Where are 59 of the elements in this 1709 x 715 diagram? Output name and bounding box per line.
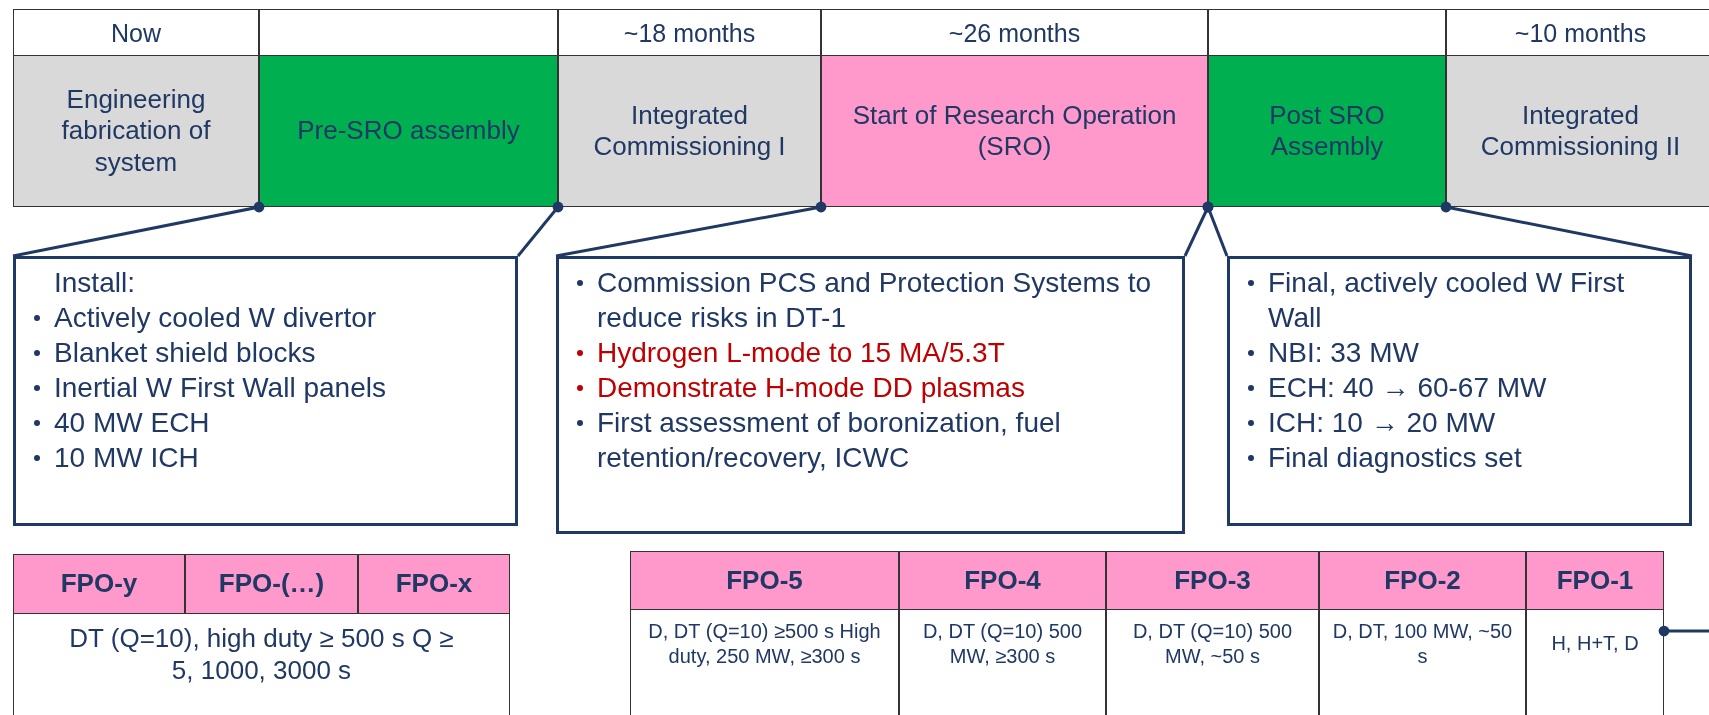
bullet-item: 40 MW ECH bbox=[30, 405, 505, 440]
header-text: ~18 months bbox=[558, 9, 821, 56]
leader-line bbox=[12, 201, 265, 258]
table-column bbox=[1526, 551, 1664, 715]
bullet-item: Hydrogen L-mode to 15 MA/5.3T bbox=[573, 335, 1172, 370]
bullet-item: ECH: 40 → 60-67 MW bbox=[1244, 370, 1679, 405]
callout-box bbox=[1227, 256, 1692, 526]
list-heading: Install: bbox=[53, 266, 136, 300]
bullet-item: Final, actively cooled W First Wall bbox=[1244, 265, 1679, 335]
callout-box bbox=[556, 256, 1185, 534]
callout-box bbox=[13, 256, 518, 526]
table-column bbox=[899, 551, 1106, 715]
bullet-item: Blanket shield blocks bbox=[30, 335, 505, 370]
table-column bbox=[1106, 551, 1319, 715]
phase-label: Integrated Commissioning I bbox=[592, 99, 787, 163]
bullet-item: Commission PCS and Protection Systems to reduce risks in DT-1 bbox=[573, 265, 1172, 335]
phase-cell bbox=[13, 55, 259, 207]
column-text: H, H+T, D bbox=[1550, 631, 1640, 656]
column-heading: FPO-y bbox=[13, 554, 185, 614]
column-heading: FPO-2 bbox=[1320, 552, 1525, 610]
column-text: D, DT, 100 MW, ~50 s bbox=[1331, 618, 1514, 669]
header-text: Now bbox=[13, 9, 259, 56]
leader-line bbox=[1440, 201, 1693, 258]
bullet-item: Demonstrate H-mode DD plasmas bbox=[573, 370, 1172, 405]
phase-cell bbox=[259, 55, 558, 207]
table-text: DT (Q=10), high duty ≥ 500 s Q ≥ 5, 1000, 3000 s bbox=[13, 613, 510, 715]
bullet-item: First assessment of boronization, fuel retention/recovery, ICWC bbox=[573, 405, 1172, 475]
phase-label: Post SRO Assembly bbox=[1268, 99, 1386, 163]
bullet-item: Inertial W First Wall panels bbox=[30, 370, 505, 405]
column-heading: FPO-5 bbox=[631, 552, 898, 610]
phase-cell bbox=[1446, 55, 1709, 207]
column-heading: FPO-x bbox=[358, 554, 510, 614]
phase-label: Start of Research Operation (SRO) bbox=[851, 99, 1178, 163]
header-text: ~26 months bbox=[821, 9, 1208, 56]
column-text: D, DT (Q=10) 500 MW, ~50 s bbox=[1131, 618, 1294, 669]
phase-cell bbox=[1208, 55, 1446, 207]
phase-cell bbox=[558, 55, 821, 207]
column-heading: FPO-4 bbox=[900, 552, 1105, 610]
phase-cell bbox=[821, 55, 1208, 207]
leader-line bbox=[555, 201, 827, 258]
table-column bbox=[630, 551, 899, 715]
column-heading: FPO-(…) bbox=[185, 554, 358, 614]
table-column bbox=[1319, 551, 1526, 715]
bullet-item: Actively cooled W divertor bbox=[30, 300, 505, 335]
column-heading: FPO-3 bbox=[1107, 552, 1318, 610]
bullet-item: ICH: 10 → 20 MW bbox=[1244, 405, 1679, 440]
leader-line bbox=[1658, 625, 1709, 637]
phase-label: Engineering fabrication of system bbox=[60, 84, 212, 178]
phase-label: Integrated Commissioning II bbox=[1479, 99, 1682, 163]
header-text: ~10 months bbox=[1446, 9, 1709, 56]
column-heading: FPO-1 bbox=[1527, 552, 1663, 610]
column-text: D, DT (Q=10) 500 MW, ≥300 s bbox=[921, 618, 1084, 669]
bullet-item: NBI: 33 MW bbox=[1244, 335, 1679, 370]
phase-label: Pre-SRO assembly bbox=[297, 115, 520, 147]
leader-line bbox=[516, 201, 564, 257]
leader-line bbox=[1202, 201, 1229, 257]
bullet-item: 10 MW ICH bbox=[30, 440, 505, 475]
bullet-item: Final diagnostics set bbox=[1244, 440, 1679, 475]
column-text: D, DT (Q=10) ≥500 s High duty, 250 MW, ≥300 s bbox=[647, 618, 882, 669]
